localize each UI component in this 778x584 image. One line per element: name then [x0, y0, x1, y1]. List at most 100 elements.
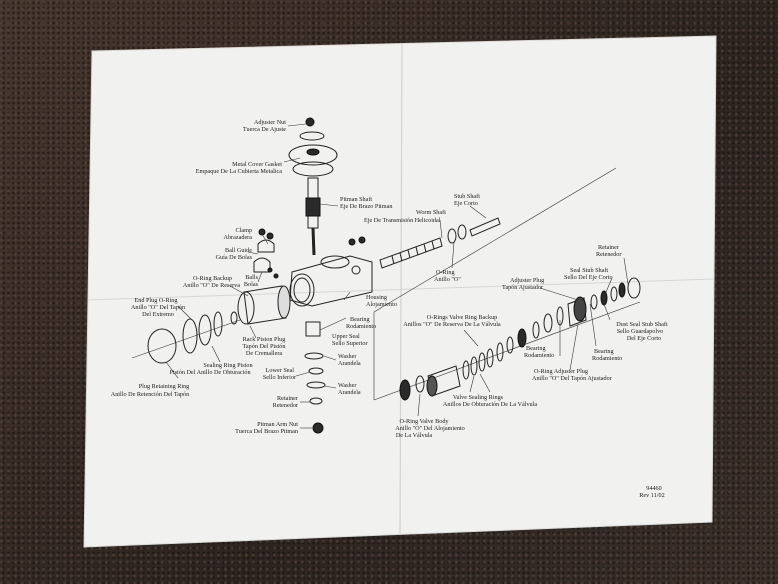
svg-text:Bearing: Bearing	[350, 316, 370, 323]
callout-plug-retaining-ring: Plug Retaining Ring Anillo De Retención …	[111, 383, 190, 398]
callout-end-plug-o-ring: End Plug O-Ring Anillo "O" Del Tapón Del…	[131, 297, 185, 318]
ball-guide-part	[253, 228, 279, 279]
svg-text:Retenedor: Retenedor	[273, 402, 298, 409]
svg-text:Seal Stub Shaft: Seal Stub Shaft	[570, 267, 608, 274]
svg-text:Pitman Shaft: Pitman Shaft	[340, 196, 372, 203]
callout-worm-shaft: Worm Shaft Eje De Transmisión Helicoidal	[364, 209, 446, 224]
svg-text:Anillo "O" Del Tapón Ajustador: Anillo "O" Del Tapón Ajustador	[532, 375, 612, 382]
svg-text:Anillo "O" Del Alojamiento: Anillo "O" Del Alojamiento	[395, 425, 465, 432]
callout-housing: Housing Alojamiento	[366, 294, 397, 308]
svg-text:Arandela: Arandela	[338, 389, 361, 396]
callout-bearing-right: Bearing Rodamiento	[592, 348, 622, 362]
svg-text:Rack Piston Plug: Rack Piston Plug	[243, 336, 286, 343]
callout-metal-cover-gasket: Metal Cover Gasket Empaque De La Cubiert…	[196, 161, 283, 175]
valve-body-part	[399, 277, 641, 401]
callout-pitman-arm-nut: Pitman Arm Nut Tuerca Del Brazo Pitman	[235, 421, 298, 435]
svg-text:Pitman Arm Nut: Pitman Arm Nut	[257, 421, 298, 428]
callout-clamp: Clamp Abrazadera	[223, 227, 252, 241]
svg-text:Rodamiento: Rodamiento	[346, 323, 376, 330]
svg-text:Anillos De Obturación De La Vá: Anillos De Obturación De La Válvula	[443, 401, 537, 408]
callout-o-ring-backup: O-Ring Backup Anillo "O" De Reserva	[183, 275, 240, 289]
svg-text:Metal Cover Gasket: Metal Cover Gasket	[232, 161, 282, 168]
svg-text:Upper Seal: Upper Seal	[332, 333, 360, 340]
svg-text:O-Ring Adjuster Plug: O-Ring Adjuster Plug	[534, 368, 588, 375]
valve-axis-lines	[373, 167, 641, 401]
callout-o-ring-adjuster-plug: O-Ring Adjuster Plug Anillo "O" Del Tapó…	[532, 368, 612, 382]
svg-text:Rodamiento: Rodamiento	[592, 355, 622, 362]
svg-text:Clamp: Clamp	[236, 227, 253, 234]
callout-washer-1: Washer Arandela	[338, 353, 361, 367]
svg-text:Tapón Del Pistón: Tapón Del Pistón	[243, 343, 286, 350]
callout-sealing-ring-piston: Sealing Ring Piston Pistón Del Anillo De…	[169, 362, 252, 376]
callout-upper-seal: Upper Seal Sello Superior	[332, 333, 368, 347]
svg-text:Anillos "O" De Reserva De La V: Anillos "O" De Reserva De La Válvula	[403, 321, 501, 328]
callout-o-ring-valve-body: O-Ring Valve Body Anillo "O" Del Alojami…	[395, 418, 465, 439]
svg-text:Sello Guardapolvo: Sello Guardapolvo	[617, 328, 664, 335]
svg-text:Alojamiento: Alojamiento	[366, 301, 397, 308]
callout-retainer-top: Retainer Retenedor	[596, 244, 621, 258]
svg-text:Stub Shaft: Stub Shaft	[454, 193, 480, 200]
lower-seal-stack-part	[304, 321, 326, 434]
svg-text:O-Rings Valve Ring Backup: O-Rings Valve Ring Backup	[427, 314, 498, 321]
svg-text:Dust Seal Stub Shaft: Dust Seal Stub Shaft	[616, 321, 668, 328]
callout-bearing-upper: Bearing Rodamiento	[346, 316, 376, 330]
svg-text:Tuerca De Ajuste: Tuerca De Ajuste	[243, 126, 286, 133]
svg-text:Lower Seal: Lower Seal	[266, 367, 295, 374]
svg-text:Adjuster Nut: Adjuster Nut	[254, 119, 286, 126]
svg-text:Sealing Ring Piston: Sealing Ring Piston	[203, 362, 252, 369]
callout-o-rings-valve-ring-backup: O-Rings Valve Ring Backup Anillos "O" De…	[403, 314, 501, 328]
svg-text:Ball Guide: Ball Guide	[225, 247, 252, 254]
callout-balls: Balls Bolas	[244, 274, 259, 288]
svg-text:Abrazadera: Abrazadera	[223, 234, 252, 241]
callout-o-ring: O-Ring Anillo "O"	[434, 269, 461, 283]
svg-text:Retainer: Retainer	[277, 395, 298, 402]
svg-text:Anillo "O" De Reserva: Anillo "O" De Reserva	[183, 282, 240, 289]
svg-text:Sello Superior: Sello Superior	[332, 340, 368, 347]
svg-text:Rodamiento: Rodamiento	[524, 352, 554, 359]
document-id-block: 94460 Rev 11/02	[639, 485, 664, 499]
svg-text:Anillo "O": Anillo "O"	[434, 276, 461, 283]
callout-valve-sealing-rings: Valve Sealing Rings Anillos De Obturació…	[443, 394, 537, 408]
svg-text:Eje De Transmisión Helicoidal: Eje De Transmisión Helicoidal	[364, 217, 441, 224]
callout-adjuster-plug: Adjuster Plug Tapón Ajustador	[502, 277, 544, 291]
svg-text:End Plug O-Ring: End Plug O-Ring	[135, 297, 178, 304]
svg-text:Sello Inferior: Sello Inferior	[263, 374, 296, 381]
callout-rack-piston-plug: Rack Piston Plug Tapón Del Pistón De Cre…	[243, 336, 286, 357]
svg-text:Worm Shaft: Worm Shaft	[416, 209, 446, 216]
svg-text:Balls: Balls	[245, 274, 258, 281]
svg-text:Bearing: Bearing	[526, 345, 546, 352]
svg-text:Del Eje Corto: Del Eje Corto	[627, 335, 661, 342]
svg-text:Washer: Washer	[338, 353, 356, 360]
svg-text:Adjuster Plug: Adjuster Plug	[510, 277, 544, 284]
callout-stub-shaft: Stub Shaft Eje Corto	[454, 193, 480, 207]
worm-shaft-part	[379, 217, 501, 269]
svg-text:De La Válvula: De La Válvula	[396, 432, 433, 439]
svg-text:Valve Sealing Rings: Valve Sealing Rings	[453, 394, 504, 401]
svg-text:Washer: Washer	[338, 382, 356, 389]
svg-text:Pistón Del Anillo De Obturació: Pistón Del Anillo De Obturación	[169, 369, 250, 376]
callout-lower-seal: Lower Seal Sello Inferior	[263, 367, 296, 381]
callout-dust-seal-stub-shaft: Dust Seal Stub Shaft Sello Guardapolvo D…	[616, 321, 668, 342]
callout-ball-guide: Ball Guide Guía De Bolas	[216, 247, 253, 261]
svg-text:Sello Del Eje Corto: Sello Del Eje Corto	[564, 274, 613, 281]
end-rings-part	[131, 311, 241, 364]
svg-text:O-Ring Backup: O-Ring Backup	[193, 275, 232, 282]
svg-text:De Cremallera: De Cremallera	[246, 350, 282, 357]
svg-text:Arandela: Arandela	[338, 360, 361, 367]
svg-text:Retenedor: Retenedor	[596, 251, 621, 258]
svg-text:Eje De Brazo Pitman: Eje De Brazo Pitman	[340, 203, 392, 210]
svg-text:Tuerca Del Brazo Pitman: Tuerca Del Brazo Pitman	[235, 428, 298, 435]
svg-text:Anillo "O" Del Tapón: Anillo "O" Del Tapón	[131, 304, 185, 311]
svg-text:O-Ring Valve Body: O-Ring Valve Body	[399, 418, 449, 425]
callout-pitman-shaft: Pitman Shaft Eje De Brazo Pitman	[340, 196, 392, 210]
svg-text:Del Extremo: Del Extremo	[142, 311, 174, 318]
svg-text:Retainer: Retainer	[598, 244, 619, 251]
callout-bearing-valve: Bearing Rodamiento	[524, 345, 554, 359]
rack-piston-part	[230, 285, 291, 325]
svg-text:Eje Corto: Eje Corto	[454, 200, 478, 207]
leader-lines	[165, 123, 629, 429]
svg-text:Tapón Ajustador: Tapón Ajustador	[502, 284, 543, 291]
svg-text:Plug Retaining Ring: Plug Retaining Ring	[139, 383, 190, 390]
pitman-shaft-part	[305, 177, 321, 256]
